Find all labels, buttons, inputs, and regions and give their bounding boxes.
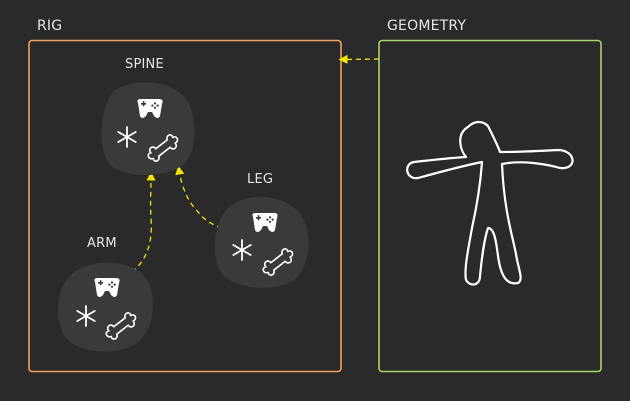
rig-group: RIG <box>28 18 342 373</box>
arm-blob <box>57 262 153 352</box>
rig-label: RIG <box>37 18 62 34</box>
edges <box>131 54 380 273</box>
human-silhouette-icon <box>406 120 574 286</box>
arm-node: ARM <box>57 236 153 352</box>
leg-blob <box>214 196 309 288</box>
leg-label: LEG <box>247 172 273 187</box>
spine-node: SPINE <box>101 57 195 176</box>
geometry-label: GEOMETRY <box>387 18 466 34</box>
edge-geometry-to-rig <box>338 54 380 64</box>
geometry-box <box>378 39 602 373</box>
spine-label: SPINE <box>125 57 164 72</box>
geometry-group: GEOMETRY <box>378 18 602 373</box>
arm-label: ARM <box>87 236 117 251</box>
edge-arm-to-spine <box>131 171 156 273</box>
rig-box <box>28 39 342 373</box>
edge-leg-to-spine <box>175 165 223 229</box>
spine-blob <box>101 82 195 176</box>
leg-node: LEG <box>214 172 309 288</box>
